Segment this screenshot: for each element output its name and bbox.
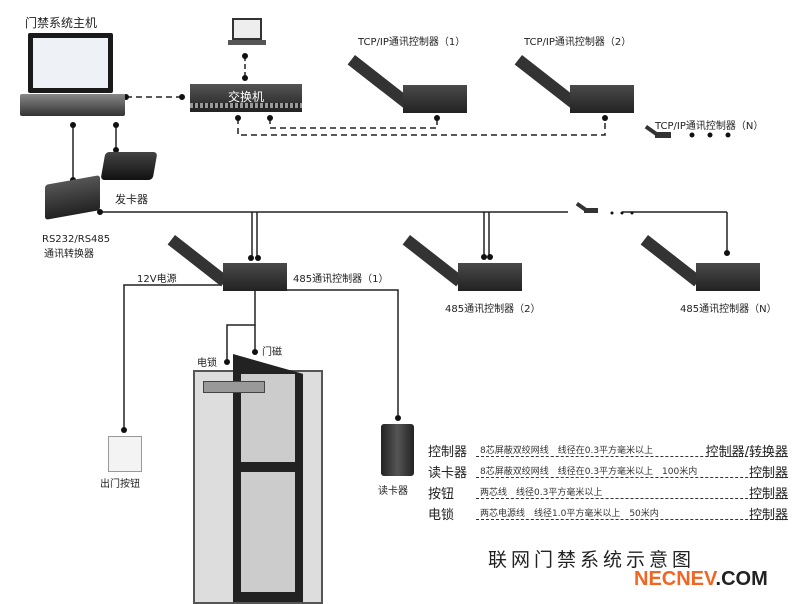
- tcp-controller-2-label: TCP/IP通讯控制器（2）: [524, 37, 632, 48]
- power-label: 12V电源: [137, 274, 177, 285]
- legend-from: 电锁: [428, 508, 455, 523]
- legend-to: 控制器/转换器: [705, 445, 788, 460]
- electric-lock: [203, 381, 265, 393]
- legend-line: [476, 477, 788, 478]
- card-issuer-label: 发卡器: [115, 193, 148, 206]
- rs485-controller-ellipsis: [575, 202, 598, 214]
- brand-accent: NECNEV: [634, 568, 716, 590]
- converter-label-1: RS232/RS485: [42, 234, 111, 245]
- legend-line: [476, 519, 788, 520]
- converter-label-2: 通讯转换器: [44, 249, 94, 260]
- legend-row: 读卡器 8芯屏蔽双绞网线 线径在0.3平方毫米以上 100米内 控制器: [428, 462, 788, 482]
- host-laptop: [20, 30, 125, 125]
- network-switch: [190, 84, 302, 112]
- legend-line: [476, 498, 788, 499]
- tcp-controller-n: [644, 125, 671, 139]
- switch-label: 交换机: [228, 90, 265, 104]
- lock-wire: [226, 290, 256, 360]
- legend-to: 控制器: [748, 508, 788, 523]
- rs485-controller-1: [167, 235, 290, 293]
- host-label: 门禁系统主机: [25, 16, 98, 30]
- legend-row: 控制器 8芯屏蔽双绞网线 线径在0.3平方毫米以上 控制器/转换器: [428, 441, 788, 461]
- switch-tcp2-link: [237, 118, 606, 136]
- legend-row: 按钮 两芯线 线径0.3平方毫米以上 控制器: [428, 483, 788, 503]
- rs485-controller-n-label: 485通讯控制器（N）: [680, 304, 777, 315]
- tcp-controller-n-label: TCP/IP通讯控制器（N）: [655, 121, 764, 132]
- legend-line: [476, 456, 788, 457]
- legend-spec: 8芯屏蔽双绞网线 线径在0.3平方毫米以上: [480, 446, 654, 456]
- client-laptop: [228, 18, 266, 48]
- legend-to: 控制器: [748, 466, 788, 481]
- card-reader-label: 读卡器: [378, 486, 408, 497]
- card-issuer: [100, 152, 158, 180]
- legend-spec: 8芯屏蔽双绞网线 线径在0.3平方毫米以上 100米内: [480, 467, 698, 477]
- diagram-title: 联网门禁系统示意图: [488, 549, 696, 571]
- tcp-controller-2: [514, 55, 637, 115]
- rs485-controller-2-label: 485通讯控制器（2）: [445, 304, 541, 315]
- exit-button-wire: [123, 284, 222, 430]
- legend-spec: 两芯线 线径0.3平方毫米以上: [480, 488, 603, 498]
- brand-suffix: .COM: [715, 568, 768, 590]
- reader-wire: [260, 289, 399, 415]
- rs485-controller-2: [402, 235, 525, 293]
- exit-button: [108, 436, 142, 472]
- legend-from: 控制器: [428, 445, 468, 460]
- door-leaf: [233, 354, 303, 602]
- rs485-controller-n: [640, 235, 763, 293]
- brand-logo: NECNEV.COM: [634, 568, 768, 591]
- lock-label: 电锁: [197, 358, 217, 369]
- exit-button-label: 出门按钮: [100, 479, 140, 490]
- switch-tcp1-link: [269, 118, 438, 129]
- legend-spec: 两芯电源线 线径1.0平方毫米以上 50米内: [480, 509, 659, 519]
- legend-row: 电锁 两芯电源线 线径1.0平方毫米以上 50米内 控制器: [428, 504, 788, 524]
- tcp-controller-1-label: TCP/IP通讯控制器（1）: [358, 37, 466, 48]
- rs485-controller-1-label: 485通讯控制器（1）: [293, 274, 389, 285]
- door-sensor-label: 门磁: [262, 347, 282, 358]
- legend-to: 控制器: [748, 487, 788, 502]
- legend-from: 读卡器: [428, 466, 468, 481]
- tcp-controller-1: [347, 55, 470, 115]
- card-reader: [381, 424, 414, 476]
- legend-from: 按钮: [428, 487, 455, 502]
